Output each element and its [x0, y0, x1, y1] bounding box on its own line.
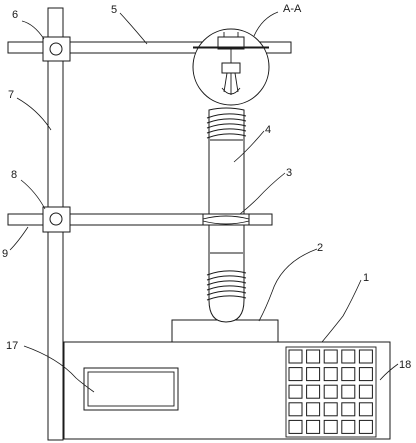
coil-turn: [206, 275, 247, 281]
label-1: 1: [363, 272, 369, 284]
keypad-key: [288, 384, 303, 399]
coil-turn: [206, 123, 247, 129]
tube-clamp: [202, 213, 250, 226]
leader-lines: [9, 11, 399, 393]
keypad-key: [288, 402, 303, 417]
coil-turn: [206, 270, 247, 276]
keypad-key: [358, 419, 373, 434]
keypad-key: [306, 402, 321, 417]
upper-arm: [7, 41, 292, 54]
label-2: 2: [317, 242, 323, 254]
keypad: [285, 346, 377, 438]
section-detail-a-a: [192, 28, 270, 106]
keypad-key: [358, 384, 373, 399]
keypad-key: [341, 402, 356, 417]
coil-lower: [206, 270, 247, 301]
keypad-key: [323, 402, 338, 417]
keypad-key: [306, 384, 321, 399]
label-3: 3: [286, 167, 292, 179]
keypad-key: [341, 367, 356, 382]
keypad-key: [288, 349, 303, 364]
coil-turn: [206, 113, 247, 119]
keypad-key: [306, 367, 321, 382]
lower-clamp: [42, 206, 71, 233]
coil-turn: [206, 133, 247, 139]
label-9: 9: [2, 248, 8, 260]
coil-turn: [206, 128, 247, 134]
coil-turn: [206, 285, 247, 291]
keypad-key: [323, 349, 338, 364]
keypad-key: [306, 349, 321, 364]
keypad-key: [323, 367, 338, 382]
label-7: 7: [8, 89, 14, 101]
keypad-key: [288, 419, 303, 434]
coil-turn: [206, 280, 247, 286]
pedestal: [171, 319, 279, 343]
keypad-key: [358, 402, 373, 417]
coil-upper: [206, 113, 247, 139]
upper-clamp: [42, 36, 71, 62]
label-section-a-a: A-A: [283, 3, 302, 15]
keypad-key: [341, 419, 356, 434]
label-4: 4: [265, 124, 271, 136]
label-8: 8: [11, 169, 17, 181]
keypad-key: [306, 419, 321, 434]
keypad-key: [358, 367, 373, 382]
coil-turn: [206, 118, 247, 124]
display-screen: [83, 367, 179, 411]
label-17: 17: [6, 340, 18, 352]
label-5: 5: [111, 4, 117, 16]
coil-turn: [206, 295, 247, 301]
keypad-key: [288, 367, 303, 382]
label-6: 6: [12, 9, 18, 21]
keypad-key: [358, 349, 373, 364]
keypad-key: [323, 384, 338, 399]
keypad-key: [341, 349, 356, 364]
keypad-key: [323, 419, 338, 434]
label-18: 18: [399, 359, 411, 371]
keypad-key: [341, 384, 356, 399]
coil-turn: [206, 290, 247, 296]
